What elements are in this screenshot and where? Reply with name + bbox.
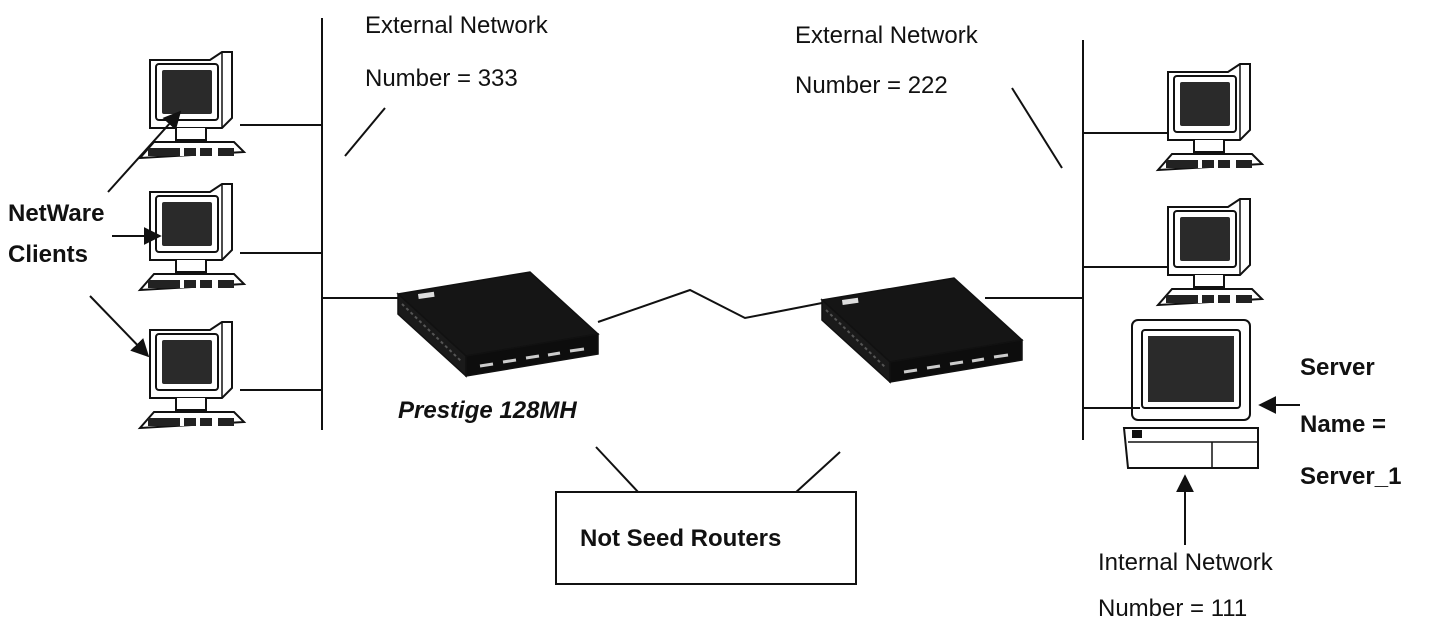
right-network-callout bbox=[1011, 87, 1063, 169]
internal-network-label-line1: Internal Network bbox=[1098, 549, 1274, 576]
left-network-callout bbox=[344, 107, 386, 157]
right-network-label-line1: External Network bbox=[795, 22, 979, 49]
workstation-icon-right-1 bbox=[1157, 63, 1263, 171]
left-network-label-line1: External Network bbox=[365, 12, 549, 39]
server-icon bbox=[1122, 319, 1259, 469]
clients-label-line1: NetWare bbox=[8, 200, 104, 227]
router-model-label: Prestige 128MH bbox=[398, 397, 577, 424]
clients-label-line2: Clients bbox=[8, 241, 88, 268]
server-label-line3: Server_1 bbox=[1300, 463, 1401, 490]
not-seed-routers-label: Not Seed Routers bbox=[580, 525, 781, 552]
workstation-icon-right-2 bbox=[1157, 198, 1263, 306]
seed-callout-right bbox=[793, 451, 841, 495]
server-label-line1: Server bbox=[1300, 354, 1375, 381]
left-network-label-line2: Number = 333 bbox=[365, 65, 518, 92]
arrow-icon bbox=[89, 295, 150, 358]
right-network-label-line2: Number = 222 bbox=[795, 72, 948, 99]
server-label-line2: Name = bbox=[1300, 411, 1386, 438]
not-seed-routers-box bbox=[555, 491, 857, 585]
seed-callout-left bbox=[595, 446, 641, 495]
router-icon-right bbox=[820, 276, 1024, 384]
arrow-icon bbox=[107, 110, 182, 193]
client-workstation-icon-1 bbox=[139, 51, 245, 159]
router-icon-left bbox=[396, 270, 600, 378]
client-workstation-icon-3 bbox=[139, 321, 245, 429]
wan-link bbox=[597, 288, 823, 323]
internal-network-label-line2: Number = 111 bbox=[1098, 595, 1247, 622]
